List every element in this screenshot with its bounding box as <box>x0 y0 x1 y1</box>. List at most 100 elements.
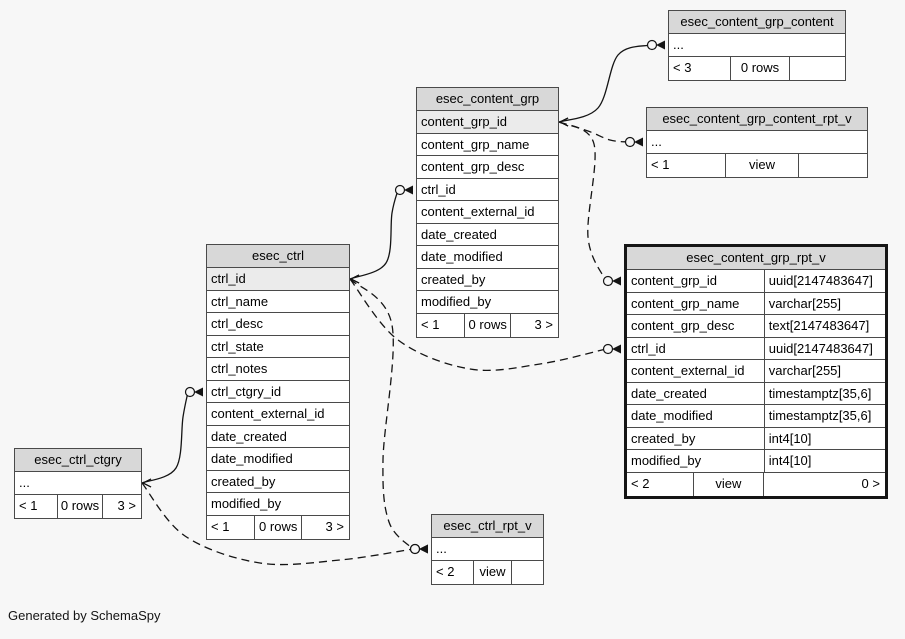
column-name: modified_by <box>631 453 702 468</box>
column-ctrl-desc: ctrl_desc <box>207 313 349 336</box>
column-name: content_grp_desc <box>631 318 735 333</box>
column-date-modified: date_modified <box>207 448 349 471</box>
footer-parents-count: < 1 <box>647 153 727 177</box>
footer-parents-count: < 1 <box>15 494 58 518</box>
column-ctrl-notes: ctrl_notes <box>207 358 349 381</box>
edge-esec-ctrl-to-esec-ctrl-rpt-v <box>349 278 414 550</box>
column-name: ... <box>436 541 447 556</box>
column-name: ctrl_ctgry_id <box>211 383 282 399</box>
column-type: uuid[2147483647] <box>763 270 885 292</box>
column-ctrl-id: ctrl_id <box>207 268 349 291</box>
table-title-esec-content-grp-rpt-v[interactable]: esec_content_grp_rpt_v <box>627 247 885 270</box>
column-name: date_created <box>211 428 287 444</box>
column-name: content_external_id <box>421 204 535 219</box>
generated-by-credit: Generated by SchemaSpy <box>8 608 161 623</box>
column-content-grp-desc: content_grp_desc <box>417 156 558 179</box>
column-name: created_by <box>211 473 276 489</box>
column-columns-collapsed: ... <box>647 131 867 154</box>
footer-children-count <box>799 154 867 177</box>
table-title-esec-ctrl-ctgry[interactable]: esec_ctrl_ctgry <box>15 449 141 472</box>
edge-esec-ctrl-ctgry-to-esec-ctrl <box>141 391 189 484</box>
footer-rows-count: 0 rows <box>255 515 303 539</box>
column-content-grp-id: content_grp_id uuid[2147483647] <box>627 270 885 293</box>
edge-end-glyphs <box>558 117 621 287</box>
footer-parents-count: < 2 <box>627 472 695 496</box>
column-ctrl-name: ctrl_name <box>207 291 349 313</box>
column-modified-by: modified_by <box>207 493 349 516</box>
edge-esec-content-grp-to-esec-content-grp-content <box>558 44 651 123</box>
column-name: ctrl_notes <box>211 361 268 376</box>
column-ctrl-ctgry-id: ctrl_ctgry_id <box>207 381 349 403</box>
edge-end-glyphs <box>349 184 413 284</box>
column-name: ... <box>651 134 662 149</box>
table-esec-content-grp[interactable]: esec_content_grp content_grp_id content_gr… <box>416 87 559 338</box>
column-name: created_by <box>421 271 486 287</box>
edge-end-glyphs <box>558 39 665 127</box>
column-name: content_grp_id <box>631 273 718 288</box>
column-type: int4[10] <box>763 427 885 449</box>
footer-parents-count: < 1 <box>417 313 465 337</box>
table-title-esec-ctrl[interactable]: esec_ctrl <box>207 245 349 268</box>
footer-parents-count: < 3 <box>669 56 731 80</box>
column-type: int4[10] <box>763 450 885 472</box>
column-name: ... <box>19 475 30 490</box>
table-title-esec-content-grp-content-rpt-v[interactable]: esec_content_grp_content_rpt_v <box>647 108 867 131</box>
column-type: uuid[2147483647] <box>763 337 885 359</box>
column-name: modified_by <box>211 496 282 511</box>
column-name: content_grp_id <box>421 114 508 129</box>
table-title-esec-ctrl-rpt-v[interactable]: esec_ctrl_rpt_v <box>432 515 543 538</box>
footer-rows-count: 0 rows <box>465 313 512 337</box>
column-name: content_external_id <box>631 363 745 378</box>
edge-esec-ctrl-to-esec-content-grp-rpt-v <box>349 278 607 372</box>
column-name: ... <box>673 37 684 52</box>
column-name: content_grp_desc <box>421 159 525 174</box>
column-content-grp-name: content_grp_name <box>417 134 558 156</box>
column-created-by: created_by int4[10] <box>627 427 885 450</box>
column-type: varchar[255] <box>763 292 885 314</box>
column-content-external-id: content_external_id <box>207 403 349 426</box>
footer-children-count: 3 > <box>117 497 136 513</box>
footer-children-count: 3 > <box>534 316 553 332</box>
column-name: ctrl_desc <box>211 316 264 331</box>
footer-rows-count: 0 rows <box>58 494 104 518</box>
column-created-by: created_by <box>417 269 558 291</box>
table-title-esec-content-grp-content[interactable]: esec_content_grp_content <box>669 11 845 34</box>
column-type: timestamptz[35,6] <box>763 405 885 427</box>
footer-children-count: 3 > <box>325 518 344 534</box>
column-name: date_modified <box>211 451 293 466</box>
column-name: created_by <box>631 430 696 446</box>
column-name: ctrl_name <box>211 293 269 309</box>
column-columns-collapsed: ... <box>432 538 543 561</box>
column-date-modified: date_modified <box>417 246 558 269</box>
table-title-esec-content-grp[interactable]: esec_content_grp <box>417 88 558 111</box>
column-date-created: date_created <box>207 426 349 448</box>
column-name: modified_by <box>421 294 492 309</box>
column-type: timestamptz[35,6] <box>763 382 885 404</box>
column-name: content_grp_name <box>631 295 740 311</box>
column-name: ctrl_state <box>211 338 264 354</box>
edge-esec-ctrl-to-esec-content-grp <box>349 189 399 280</box>
column-modified-by: modified_by <box>417 291 558 314</box>
column-name: content_external_id <box>211 406 325 421</box>
column-name: date_modified <box>421 249 503 264</box>
footer-parents-count: < 1 <box>207 515 256 539</box>
column-content-external-id: content_external_id <box>417 201 558 224</box>
column-ctrl-state: ctrl_state <box>207 336 349 358</box>
